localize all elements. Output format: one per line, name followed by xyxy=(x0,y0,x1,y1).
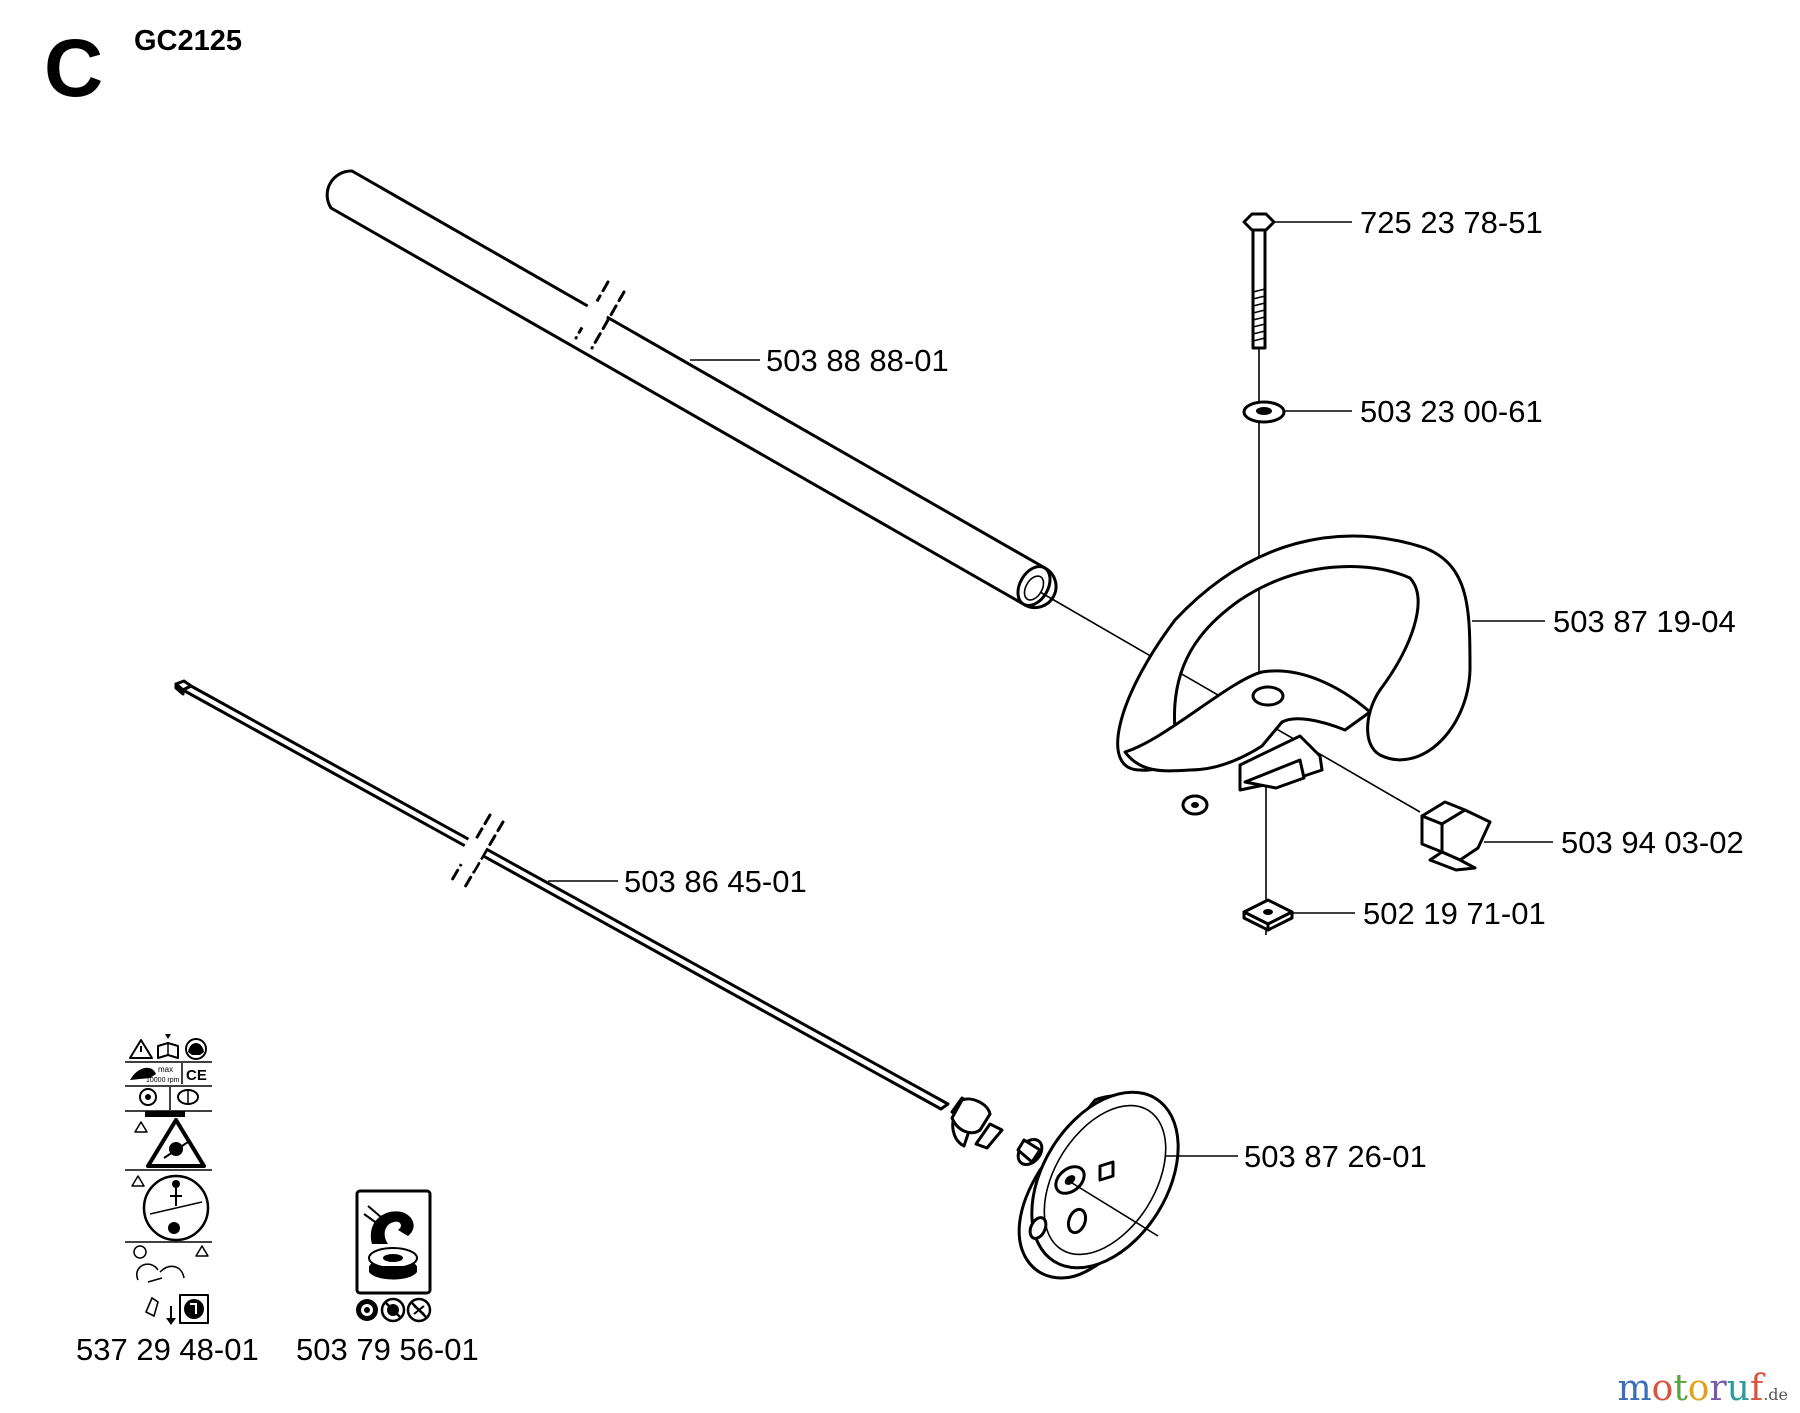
bolt-part[interactable] xyxy=(1242,212,1276,350)
svg-text:10000 rpm: 10000 rpm xyxy=(146,1077,180,1084)
label-clutch-drum[interactable]: 503 87 26-01 xyxy=(1244,1139,1427,1174)
decal-kit-part[interactable]: max 10000 rpm CE xyxy=(125,1034,212,1325)
clutch-drum-part[interactable] xyxy=(1002,1066,1209,1295)
emission-logo-icon xyxy=(139,1088,157,1106)
watermark-letter: o xyxy=(1651,1368,1674,1409)
section-letter: C xyxy=(44,23,103,114)
label-handle-clamp[interactable]: 503 94 03-02 xyxy=(1561,825,1744,860)
trimmer-head-decal-part[interactable] xyxy=(355,1189,432,1323)
kickback-warning-icon xyxy=(133,1245,209,1283)
watermark-letter: u xyxy=(1726,1368,1750,1409)
label-trimmer-head-decal[interactable]: 503 79 56-01 xyxy=(296,1332,479,1367)
watermark-letter: f xyxy=(1749,1368,1764,1409)
watermark-tld: .de xyxy=(1763,1385,1788,1404)
ce-mark: CE xyxy=(186,1067,207,1084)
manual-book-icon xyxy=(157,1034,179,1059)
warning-triangle-icon xyxy=(129,1039,153,1059)
prohibited-tool-icon xyxy=(380,1297,406,1323)
speed-decal-icon: max 10000 rpm xyxy=(130,1065,180,1084)
watermark-logo: motoruf.de xyxy=(1617,1368,1788,1409)
ear-protection-icon xyxy=(185,1038,207,1060)
trimmer-line-icon xyxy=(363,1205,414,1244)
trimmer-head-icon xyxy=(368,1247,418,1280)
label-drive-shaft[interactable]: 503 86 45-01 xyxy=(624,864,807,899)
label-square-nut[interactable]: 502 19 71-01 xyxy=(1363,896,1546,931)
assembly-axis-drum xyxy=(1071,1182,1159,1237)
arrow-down-icon xyxy=(166,1306,176,1325)
washer-part[interactable] xyxy=(1242,400,1286,424)
svg-text:max: max xyxy=(158,1065,173,1074)
model-number: GC2125 xyxy=(134,25,242,57)
label-bolt[interactable]: 725 23 78-51 xyxy=(1360,205,1543,240)
square-nut-part[interactable] xyxy=(1242,898,1294,932)
label-washer[interactable]: 503 23 00-61 xyxy=(1360,394,1543,429)
gloves-icon xyxy=(144,1296,159,1318)
approval-logo-icon xyxy=(177,1089,199,1105)
thrown-objects-warning-icon xyxy=(146,1118,206,1168)
watermark-letter: r xyxy=(1709,1368,1727,1409)
safety-distance-icon xyxy=(142,1174,210,1242)
handle-clamp-part[interactable] xyxy=(1420,800,1492,872)
watermark-letter: m xyxy=(1617,1368,1652,1409)
tip-icon xyxy=(179,1294,209,1324)
drive-shaft-part[interactable] xyxy=(174,679,1004,1150)
label-decal-kit[interactable]: 537 29 48-01 xyxy=(76,1332,259,1367)
watermark-letter: t xyxy=(1673,1368,1688,1409)
watermark-letter: o xyxy=(1687,1368,1710,1409)
prohibited-blade-icon xyxy=(406,1297,432,1323)
label-loop-handle[interactable]: 503 87 19-04 xyxy=(1553,604,1736,639)
loop-handle-part[interactable] xyxy=(1116,534,1472,816)
warning-triangle-small-icon xyxy=(134,1121,148,1133)
warning-triangle-small-icon xyxy=(131,1175,145,1187)
compatible-head-icon xyxy=(356,1299,378,1321)
drive-tube-part[interactable] xyxy=(325,169,1058,611)
label-drive-tube[interactable]: 503 88 88-01 xyxy=(766,343,949,378)
